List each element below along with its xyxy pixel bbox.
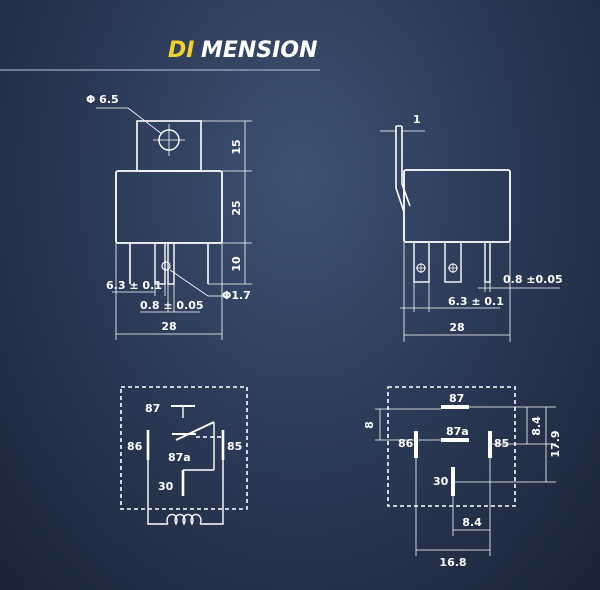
side-body-width: 28 <box>449 321 464 334</box>
side-bracket <box>395 126 405 213</box>
schematic-label-30: 30 <box>158 480 174 493</box>
pin-layout: 87 87a 86 85 30 8 8.4 17.9 8.4 16.8 <box>363 386 562 569</box>
front-pin-thickness: 0.8 ± 0.05 <box>140 299 204 312</box>
front-body-width: 28 <box>161 320 176 333</box>
svg-text:30: 30 <box>433 475 449 488</box>
svg-text:86: 86 <box>398 437 414 450</box>
title-block: DI MENSION <box>0 38 320 71</box>
layout-dim-16-8: 16.8 <box>439 556 466 569</box>
svg-text:87a: 87a <box>446 425 469 438</box>
schematic-label-85: 85 <box>227 440 242 453</box>
front-dim-15: 15 <box>230 139 243 154</box>
front-body <box>115 170 223 244</box>
front-dim-25: 25 <box>230 200 243 215</box>
title-highlight: DI <box>168 38 194 63</box>
front-hole-diameter: Φ 6.5 <box>86 93 119 106</box>
title-rest: MENSION <box>201 38 317 63</box>
schematic-label-87a: 87a <box>168 451 191 464</box>
layout-pin-85 <box>488 431 492 458</box>
schematic-coil <box>166 513 202 526</box>
layout-pin-86 <box>414 431 418 458</box>
layout-pin-87 <box>441 405 469 409</box>
schematic-outline <box>120 386 248 510</box>
side-pin-right <box>484 241 491 283</box>
schematic: 87 86 85 87a 30 <box>120 386 248 526</box>
layout-pin-30 <box>451 467 455 496</box>
side-pin-width: 6.3 ± 0.1 <box>448 295 504 308</box>
schematic-label-87: 87 <box>145 402 160 415</box>
side-body <box>403 169 511 243</box>
front-pin-center-b <box>167 242 175 285</box>
front-pin-hole <box>161 261 171 271</box>
front-pin-width: 6.3 ± 0.1 <box>106 279 162 292</box>
front-dim-10: 10 <box>230 256 243 272</box>
svg-text:87: 87 <box>449 392 464 405</box>
side-pin-center <box>444 241 462 283</box>
layout-pin-87a <box>441 438 469 442</box>
layout-dim-8-4-bottom: 8.4 <box>462 516 482 529</box>
svg-text:85: 85 <box>494 437 509 450</box>
side-bracket-thickness: 1 <box>413 113 421 126</box>
layout-dim-8-4-right: 8.4 <box>530 416 543 436</box>
front-view: 15 25 10 Φ 6.5 6.3 ± 0.1 Φ1.7 0.8 ± 0.05… <box>86 93 252 340</box>
side-pin-thickness: 0.8 ±0.05 <box>503 273 563 286</box>
layout-dim-17-9: 17.9 <box>549 430 562 457</box>
layout-dim-8: 8 <box>363 421 376 429</box>
front-pin-center-a <box>154 242 166 285</box>
schematic-label-86: 86 <box>127 440 143 453</box>
side-view: 1 0.8 ±0.05 6.3 ± 0.1 28 <box>380 113 563 342</box>
front-pin-hole-diameter: Φ1.7 <box>222 289 251 302</box>
pin-layout-outline <box>387 386 516 507</box>
side-pin-left <box>413 241 430 283</box>
